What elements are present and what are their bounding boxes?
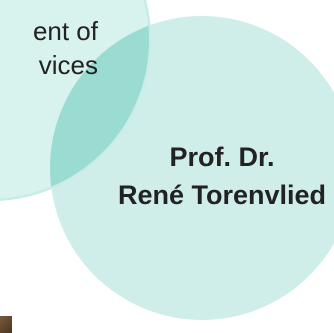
overlap-region: [50, 16, 150, 200]
department-label: ent of vices: [0, 14, 98, 82]
person-name: René Torenvlied: [117, 180, 327, 210]
photo-thumbnail-fragment: [0, 316, 12, 333]
person-label: Prof. Dr. René Torenvlied: [104, 138, 334, 214]
department-label-line2: vices: [38, 50, 98, 80]
department-label-line1: ent of: [32, 16, 98, 46]
department-circle-outline: [0, 0, 151, 201]
person-title: Prof. Dr.: [169, 142, 275, 172]
